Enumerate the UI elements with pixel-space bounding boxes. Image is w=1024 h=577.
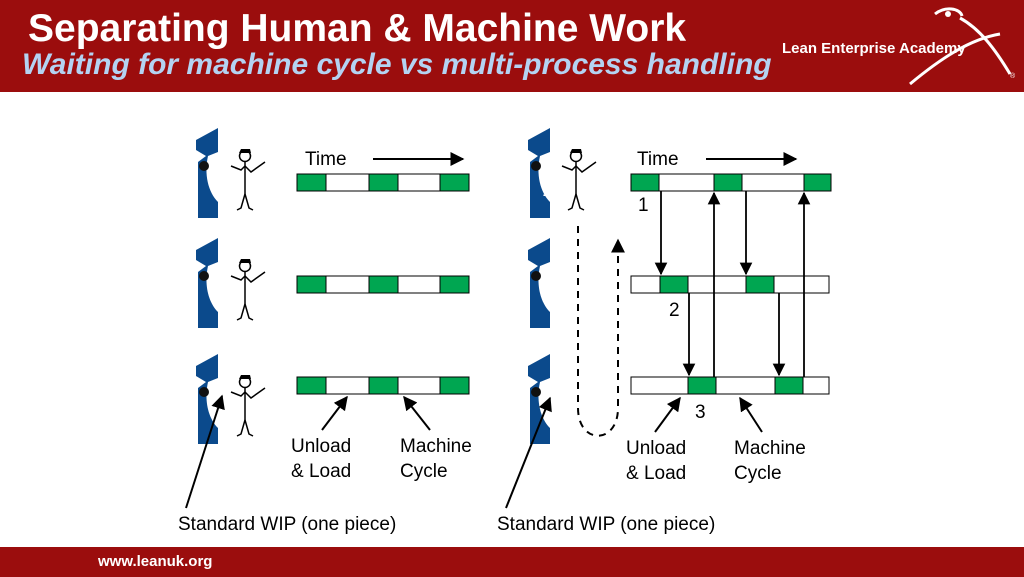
- stick-figure-operator-icon: [230, 258, 266, 321]
- time-label: Time: [637, 149, 679, 170]
- page-subtitle: Waiting for machine cycle vs multi-proce…: [22, 48, 772, 81]
- right-station-1: 1: [528, 128, 597, 218]
- machine-icon: [528, 128, 550, 218]
- load-label: & Load: [626, 463, 686, 484]
- machine-number: 2: [542, 286, 553, 307]
- machine-icon: [196, 238, 218, 328]
- machine-icon: [528, 354, 550, 444]
- svg-text:®: ®: [1010, 72, 1016, 80]
- step-number: 2: [669, 300, 680, 321]
- load-label: & Load: [291, 461, 351, 482]
- unload-pointer-arrow: [654, 396, 681, 433]
- timeline-bar: [296, 275, 470, 294]
- machine-icon: [196, 354, 218, 444]
- stick-figure-operator-icon: [230, 374, 266, 437]
- left-panel: Time Unload & Load Machine Cycle Standar…: [178, 128, 472, 535]
- machine-pointer-arrow: [739, 396, 763, 433]
- handoff-arrows: [654, 191, 811, 377]
- step-number: 1: [638, 195, 649, 216]
- machine-icon: [528, 238, 550, 328]
- lean-academy-logo-icon: ®: [909, 7, 1016, 86]
- timeline-bar: [296, 376, 470, 395]
- stick-figure-operator-icon: [230, 148, 266, 211]
- academy-name: Lean Enterprise Academy: [782, 40, 966, 57]
- website-link[interactable]: www.leanuk.org: [98, 553, 213, 570]
- left-station-1: [196, 128, 470, 218]
- page-title: Separating Human & Machine Work: [28, 7, 687, 50]
- time-label: Time: [305, 149, 347, 170]
- unload-pointer-arrow: [321, 395, 348, 431]
- footer-bar: www.leanuk.org: [0, 547, 1024, 577]
- machine-label: Machine: [400, 436, 472, 457]
- cycle-label: Cycle: [734, 463, 782, 484]
- wip-label: Standard WIP (one piece): [497, 514, 715, 535]
- right-panel: 1 2 3 Time: [497, 128, 832, 535]
- timeline-bar: [296, 173, 470, 192]
- machine-number: 1: [542, 180, 553, 201]
- timeline-bar-2: [630, 275, 830, 294]
- step-number: 3: [695, 402, 706, 423]
- timeline-bar-1: [630, 173, 832, 192]
- timeline-bar-3: [630, 376, 830, 395]
- header-bar: Separating Human & Machine Work Waiting …: [0, 0, 1024, 92]
- machine-label: Machine: [734, 438, 806, 459]
- machine-icon: [196, 128, 218, 218]
- left-station-2: [196, 238, 470, 328]
- right-station-2: 2: [528, 238, 553, 328]
- wip-pointer-arrow: [185, 394, 225, 509]
- wip-pointer-arrow: [505, 396, 552, 509]
- machine-pointer-arrow: [403, 395, 431, 431]
- unload-label: Unload: [291, 436, 351, 457]
- wip-label: Standard WIP (one piece): [178, 514, 396, 535]
- stick-figure-operator-icon: [561, 148, 597, 211]
- left-station-3: [196, 354, 470, 444]
- unload-label: Unload: [626, 438, 686, 459]
- operator-loop-path: [577, 226, 625, 437]
- cycle-label: Cycle: [400, 461, 448, 482]
